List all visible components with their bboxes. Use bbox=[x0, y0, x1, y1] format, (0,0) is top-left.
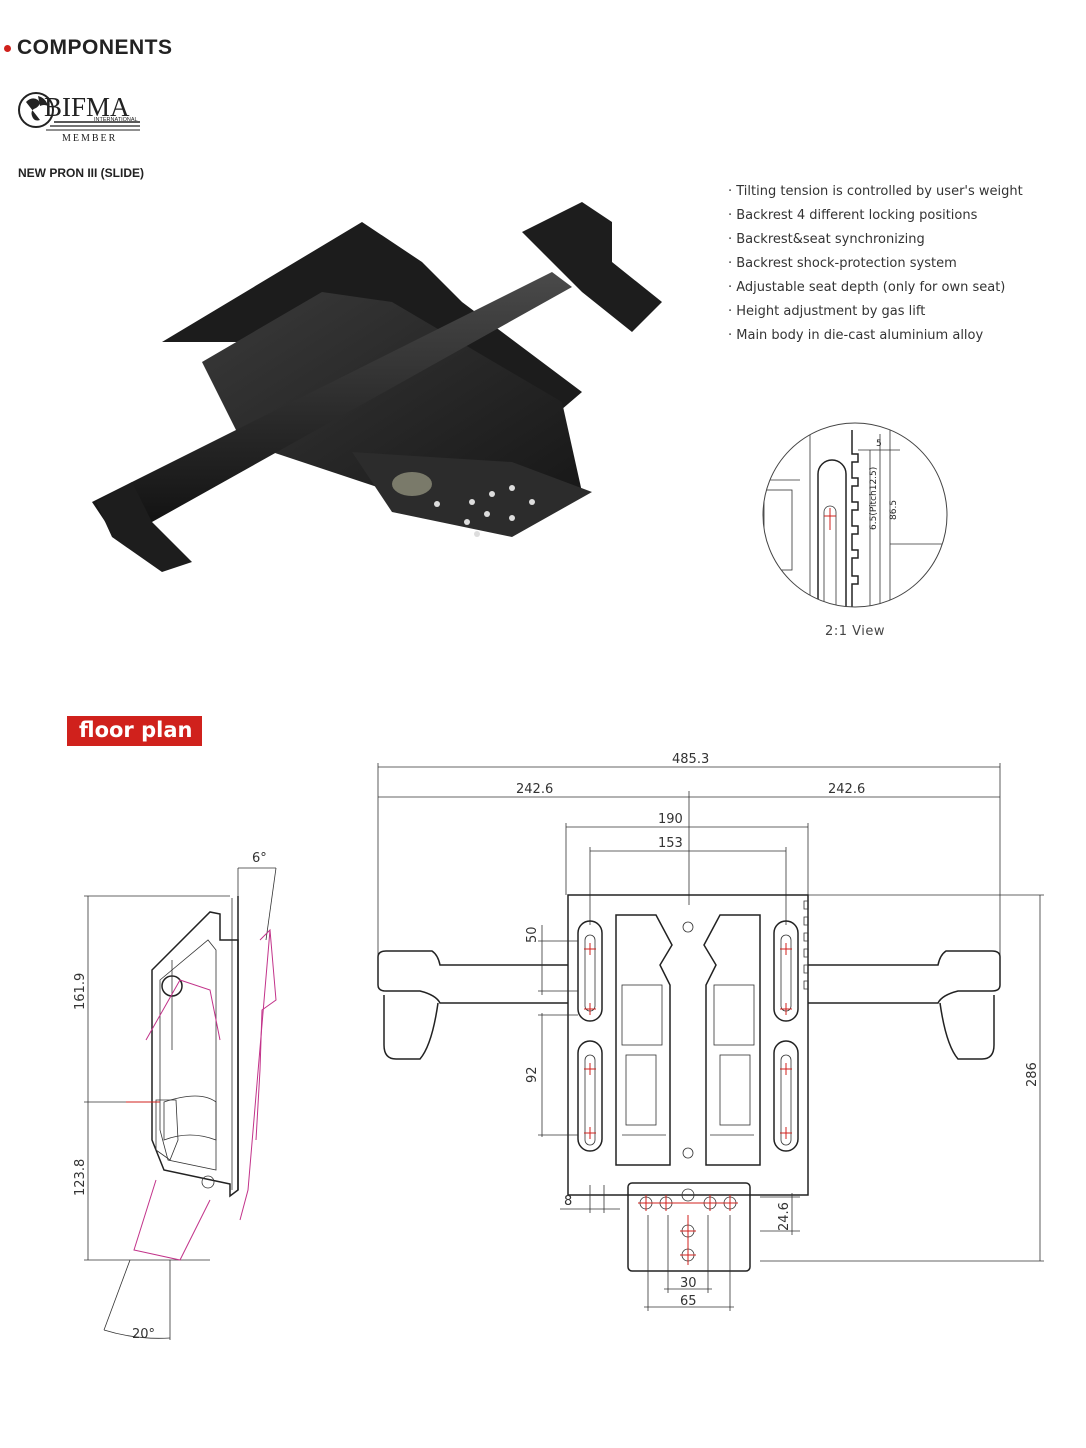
logo-sub2: MEMBER bbox=[62, 133, 117, 144]
side-view-drawing: 161.9 123.8 6° 20° bbox=[73, 851, 277, 1342]
feature-item: Backrest&seat synchronizing bbox=[728, 228, 1023, 252]
top-dim-286: 286 bbox=[1025, 1062, 1040, 1087]
side-dim-123: 123.8 bbox=[73, 1159, 88, 1196]
logo-sub1: INTERNATIONAL bbox=[94, 117, 138, 123]
top-dim-50: 50 bbox=[525, 926, 540, 943]
feature-item: Tilting tension is controlled by user's … bbox=[728, 180, 1022, 204]
detail-caption: 2:1 View bbox=[825, 624, 885, 639]
top-dim-92: 92 bbox=[525, 1066, 540, 1083]
logo-name: BIFMA bbox=[44, 92, 130, 122]
top-dim-153: 153 bbox=[658, 836, 683, 851]
feature-list: Tilting tension is controlled by user's … bbox=[728, 180, 1023, 348]
section-title: COMPONENTS bbox=[4, 36, 173, 60]
detail-dim-5: 5 bbox=[876, 439, 882, 449]
mechanism-photo bbox=[92, 202, 662, 572]
feature-item: Adjustable seat depth (only for own seat… bbox=[728, 276, 1023, 300]
floor-plan-label: floor plan bbox=[67, 716, 203, 746]
bullet-dot-icon bbox=[4, 44, 11, 52]
top-dim-30: 30 bbox=[680, 1276, 697, 1291]
top-dim-190: 190 bbox=[658, 812, 683, 827]
top-dim-242-right: 242.6 bbox=[828, 782, 865, 797]
detail-dim-pitch: 6.5(Pitch12.5) bbox=[869, 467, 879, 530]
side-angle-top: 6° bbox=[252, 851, 267, 866]
product-name: NEW PRON III (SLIDE) bbox=[18, 166, 144, 180]
side-dim-161: 161.9 bbox=[73, 973, 88, 1010]
feature-item: Main body in die-cast aluminium alloy bbox=[728, 324, 1023, 348]
top-dim-242-left: 242.6 bbox=[516, 782, 553, 797]
top-dim-24-6: 24.6 bbox=[777, 1202, 792, 1231]
feature-item: Backrest shock-protection system bbox=[728, 252, 1023, 276]
top-view-drawing: 485.3 242.6 242.6 190 153 bbox=[377, 752, 1044, 1311]
top-dim-8: 8 bbox=[564, 1194, 572, 1209]
feature-item: Height adjustment by gas lift bbox=[728, 300, 1023, 324]
section-title-text: COMPONENTS bbox=[17, 36, 173, 59]
top-dim-485: 485.3 bbox=[672, 752, 709, 767]
top-dim-65: 65 bbox=[680, 1294, 697, 1309]
bifma-logo: BIFMA INTERNATIONAL MEMBER bbox=[18, 92, 140, 144]
detail-dim-86: 86.5 bbox=[889, 500, 899, 520]
feature-item: Backrest 4 different locking positions bbox=[728, 204, 1023, 228]
detail-view-drawing: 5 6.5(Pitch12.5) 86.5 bbox=[762, 422, 948, 608]
side-angle-bottom: 20° bbox=[132, 1327, 155, 1342]
